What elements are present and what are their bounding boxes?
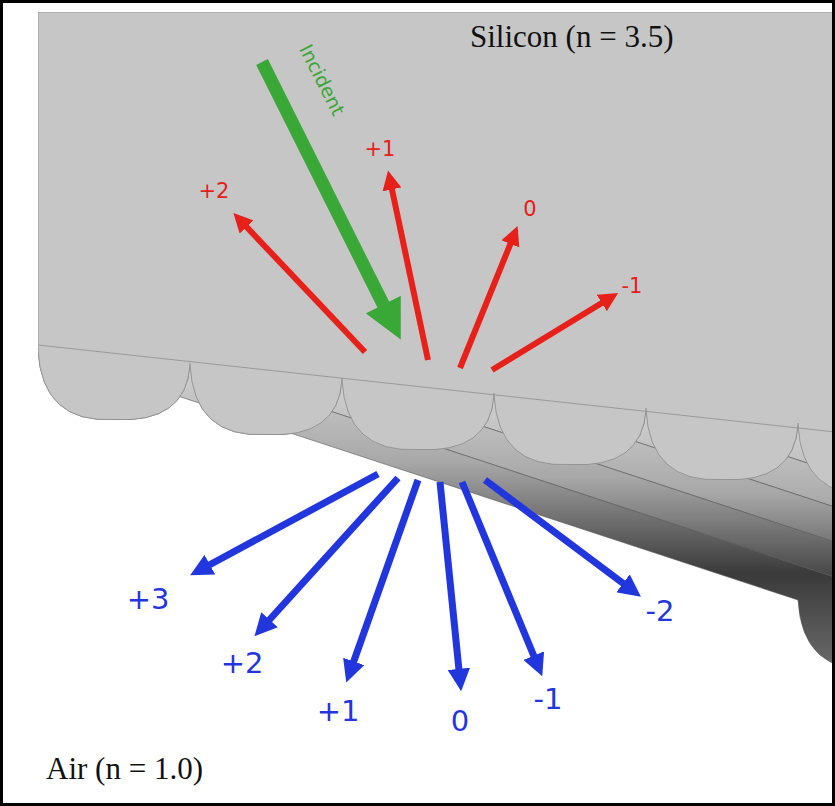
transmitted-order: +2 bbox=[221, 648, 264, 680]
transmitted-arrows bbox=[200, 474, 632, 680]
medium-label: Silicon (n = 3.5) bbox=[470, 20, 673, 54]
transmitted-order: -2 bbox=[646, 596, 675, 628]
silicon-face bbox=[38, 12, 835, 510]
reflected-order: -1 bbox=[622, 275, 643, 298]
transmitted-order: +3 bbox=[127, 584, 170, 616]
silicon-block bbox=[38, 12, 835, 510]
transmitted-order: -1 bbox=[534, 684, 563, 716]
transmitted-order: 0 bbox=[451, 706, 469, 738]
scallop-edge bbox=[190, 363, 191, 365]
scallop-edge bbox=[38, 348, 39, 350]
transmitted-order: +1 bbox=[317, 696, 360, 728]
medium-label: Air (n = 1.0) bbox=[46, 752, 203, 786]
reflected-order: +2 bbox=[199, 180, 230, 203]
interface-line bbox=[38, 345, 835, 432]
scallop-edge bbox=[798, 423, 799, 425]
reflected-order: 0 bbox=[523, 198, 536, 221]
reflected-order: +1 bbox=[365, 138, 396, 161]
scallop-edge bbox=[646, 408, 647, 410]
reflected-arrows bbox=[240, 180, 610, 370]
